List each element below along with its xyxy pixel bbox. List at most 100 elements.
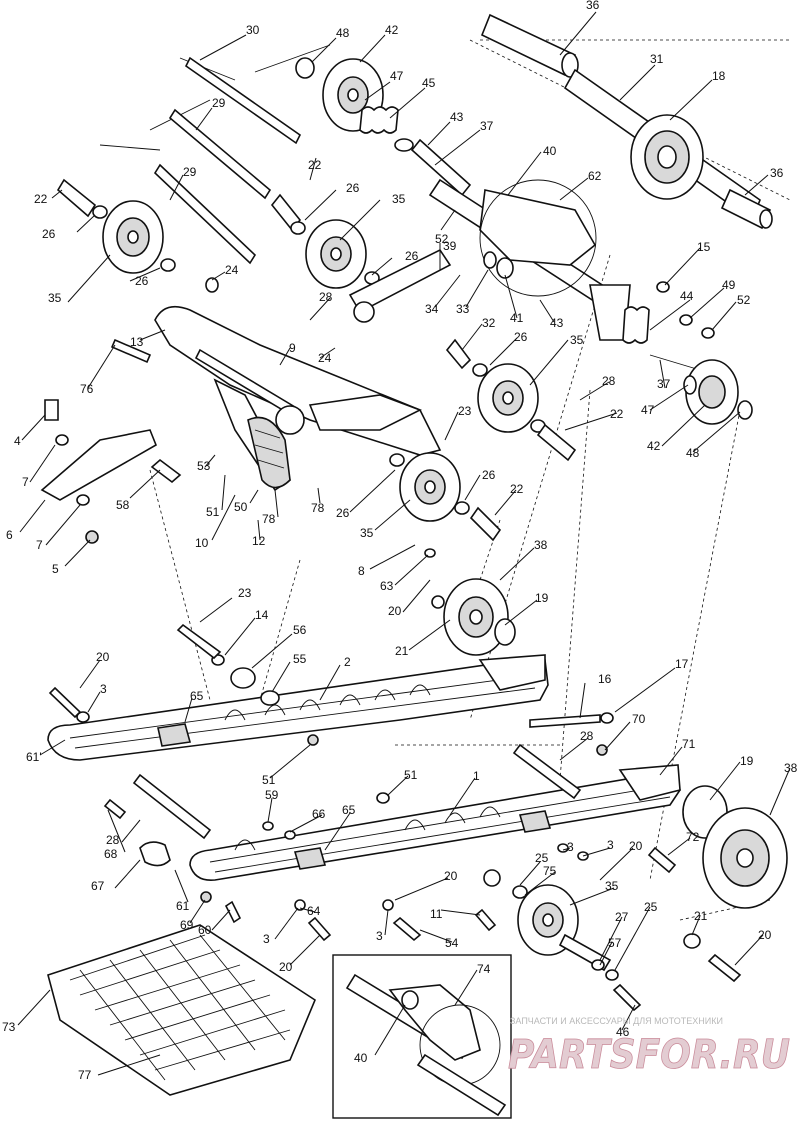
callout-48: 48 xyxy=(686,446,700,460)
callout-53: 53 xyxy=(197,459,211,473)
callout-26: 26 xyxy=(405,249,419,263)
callout-28: 28 xyxy=(106,833,120,847)
callout-33: 33 xyxy=(456,302,470,316)
callout-6: 6 xyxy=(6,528,13,542)
callout-43: 43 xyxy=(450,110,464,124)
callout-69: 69 xyxy=(180,918,194,932)
callout-28: 28 xyxy=(319,290,333,304)
upper-mid-wheels xyxy=(270,57,472,323)
callout-3: 3 xyxy=(607,838,614,852)
callout-72: 72 xyxy=(686,830,700,844)
callout-24: 24 xyxy=(318,351,332,365)
callout-38: 38 xyxy=(534,538,548,552)
watermark-caption: ЗАПЧАСТИ И АКСЕССУАРЫ ДЛЯ МОТОТЕХНИКИ xyxy=(510,1016,723,1026)
callout-28: 28 xyxy=(602,374,616,388)
callout-5: 5 xyxy=(52,562,59,576)
callout-22: 22 xyxy=(610,407,624,421)
callout-65: 65 xyxy=(190,689,204,703)
callout-26: 26 xyxy=(336,506,350,520)
rear-lower-wheels xyxy=(474,785,788,1012)
callout-9: 9 xyxy=(289,341,296,355)
callout-47: 47 xyxy=(390,69,404,83)
callout-43: 43 xyxy=(550,316,564,330)
callout-42: 42 xyxy=(385,23,399,37)
callout-16: 16 xyxy=(598,672,612,686)
callout-20: 20 xyxy=(388,604,402,618)
rear-axle-assembly xyxy=(480,13,773,230)
callout-3: 3 xyxy=(100,682,107,696)
callout-52: 52 xyxy=(737,293,751,307)
callout-67: 67 xyxy=(91,879,105,893)
callout-54: 54 xyxy=(445,936,459,950)
callout-52: 52 xyxy=(435,232,449,246)
callout-23: 23 xyxy=(238,586,252,600)
callout-32: 32 xyxy=(482,316,496,330)
callout-78: 78 xyxy=(262,512,276,526)
callout-10: 10 xyxy=(195,536,209,550)
front-wheel xyxy=(424,548,516,656)
leader-lines xyxy=(17,11,791,1076)
callout-58: 58 xyxy=(116,498,130,512)
callout-64: 64 xyxy=(307,904,321,918)
callout-7: 7 xyxy=(36,538,43,552)
callout-60: 60 xyxy=(198,923,212,937)
callout-26: 26 xyxy=(346,181,360,195)
callout-3: 3 xyxy=(376,929,383,943)
callout-65: 65 xyxy=(342,803,356,817)
middle-idler-wheels xyxy=(389,338,577,542)
left-slide-rail xyxy=(47,623,549,761)
callout-31: 31 xyxy=(650,52,664,66)
callout-61: 61 xyxy=(176,899,190,913)
callout-36: 36 xyxy=(586,0,600,12)
callout-70: 70 xyxy=(632,712,646,726)
callout-19: 19 xyxy=(740,754,754,768)
callout-25: 25 xyxy=(535,851,549,865)
callout-74: 74 xyxy=(477,962,491,976)
callout-56: 56 xyxy=(293,623,307,637)
callout-7: 7 xyxy=(22,475,29,489)
callout-26: 26 xyxy=(514,330,528,344)
callout-62: 62 xyxy=(588,169,602,183)
callout-20: 20 xyxy=(96,650,110,664)
callout-19: 19 xyxy=(535,591,549,605)
callout-40: 40 xyxy=(354,1051,368,1065)
callout-35: 35 xyxy=(48,291,62,305)
callout-75: 75 xyxy=(543,864,557,878)
callout-63: 63 xyxy=(380,579,394,593)
callout-11: 11 xyxy=(430,907,443,921)
callout-57: 57 xyxy=(608,936,622,950)
callout-55: 55 xyxy=(293,652,307,666)
callout-38: 38 xyxy=(784,761,798,775)
callout-36: 36 xyxy=(770,166,784,180)
callout-12: 12 xyxy=(252,534,266,548)
callout-23: 23 xyxy=(458,404,472,418)
callout-35: 35 xyxy=(392,192,406,206)
callout-2: 2 xyxy=(344,655,351,669)
callout-1: 1 xyxy=(473,769,480,783)
callout-77: 77 xyxy=(78,1068,92,1082)
callout-25: 25 xyxy=(644,900,658,914)
callout-8: 8 xyxy=(358,564,365,578)
callout-76: 76 xyxy=(80,382,94,396)
callout-27: 27 xyxy=(615,910,629,924)
callout-51: 51 xyxy=(262,773,276,787)
callout-42: 42 xyxy=(647,439,661,453)
callout-3: 3 xyxy=(263,932,270,946)
callout-71: 71 xyxy=(682,737,696,751)
callout-37: 37 xyxy=(657,377,671,391)
upper-left-shafts xyxy=(56,56,302,293)
callout-35: 35 xyxy=(360,526,374,540)
right-slide-rail xyxy=(103,712,681,942)
callout-46: 46 xyxy=(616,1025,630,1039)
callout-66: 66 xyxy=(312,807,326,821)
callout-28: 28 xyxy=(580,729,594,743)
rear-arm-frame xyxy=(40,305,442,544)
callout-13: 13 xyxy=(130,335,144,349)
callout-50: 50 xyxy=(234,500,248,514)
callout-26: 26 xyxy=(135,274,149,288)
callout-29: 29 xyxy=(212,96,226,110)
callout-18: 18 xyxy=(712,69,726,83)
callout-20: 20 xyxy=(444,869,458,883)
callout-35: 35 xyxy=(605,879,619,893)
